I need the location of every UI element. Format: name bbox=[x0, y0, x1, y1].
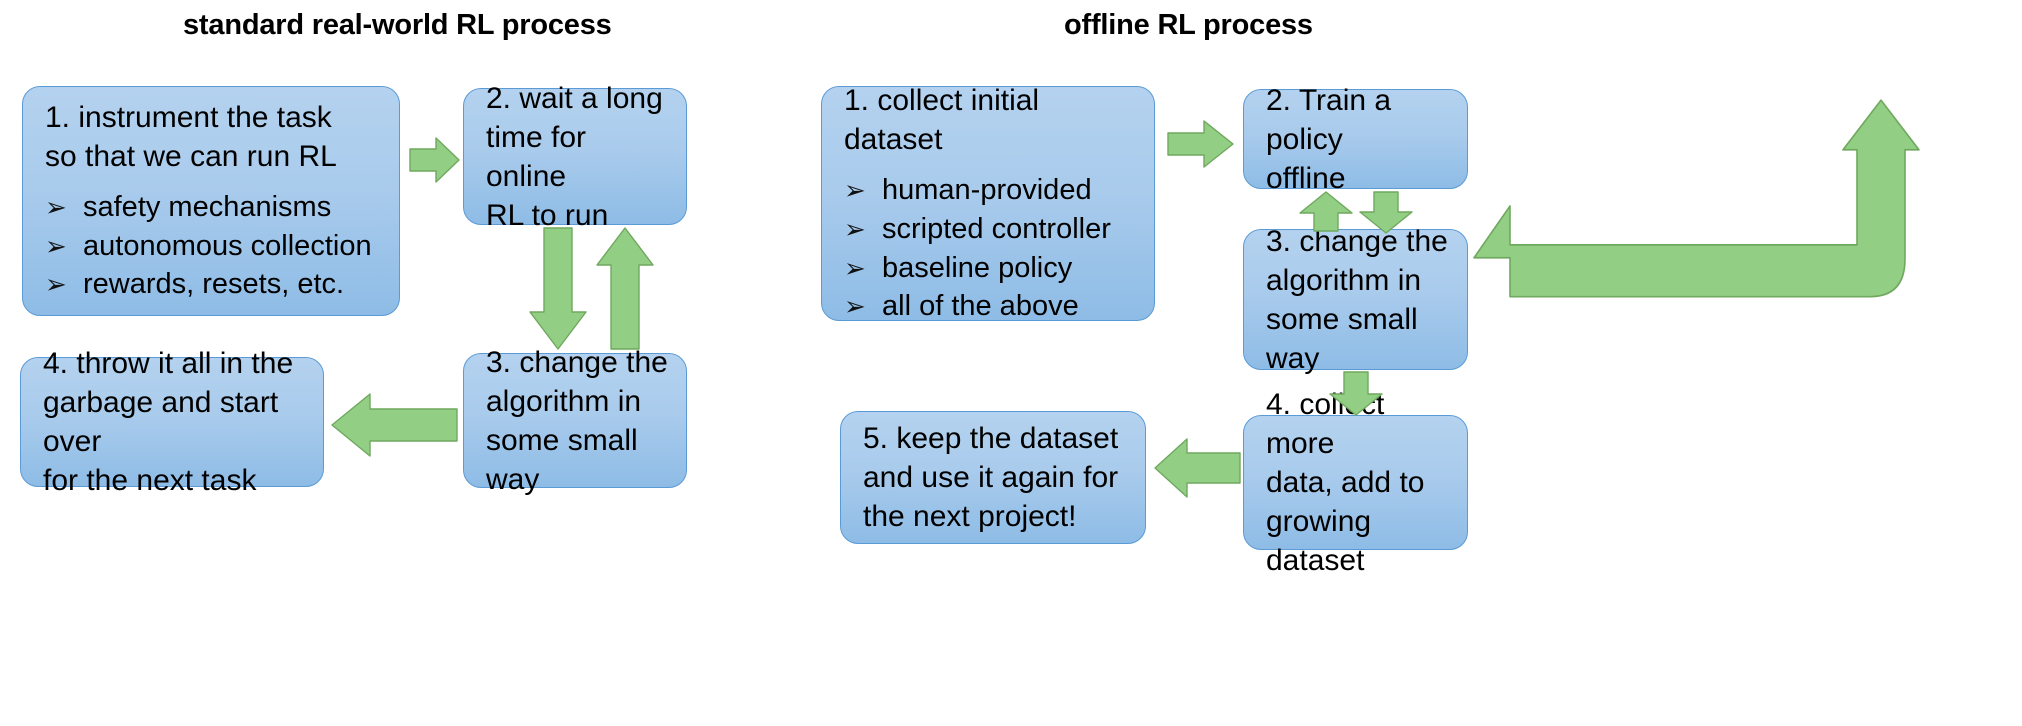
arrow-offline-4-to-2-loop bbox=[1473, 99, 1920, 298]
node-standard-1-bullets: ➢ safety mechanisms ➢ autonomous collect… bbox=[45, 188, 381, 304]
arrow-offline-3-to-2 bbox=[1299, 191, 1353, 232]
list-item-label: baseline policy bbox=[882, 251, 1073, 284]
list-item-label: rewards, resets, etc. bbox=[83, 268, 345, 301]
list-item-label: autonomous collection bbox=[83, 229, 372, 262]
node-offline-2-title: 2. Train a policy offline bbox=[1266, 83, 1392, 195]
node-standard-4[interactable]: 4. throw it all in the garbage and start… bbox=[20, 347, 324, 497]
list-item: ➢ all of the above bbox=[844, 287, 1136, 326]
arrowhead-bullet-icon: ➢ bbox=[844, 213, 866, 244]
node-offline-5[interactable]: 5. keep the dataset and use it again for… bbox=[840, 411, 1146, 544]
arrow-offline-3-to-4 bbox=[1329, 371, 1383, 416]
node-offline-1[interactable]: 1. collect initial dataset ➢ human-provi… bbox=[821, 84, 1155, 322]
list-item: ➢ rewards, resets, etc. bbox=[45, 265, 381, 304]
arrowhead-bullet-icon: ➢ bbox=[844, 291, 866, 322]
list-item: ➢ safety mechanisms bbox=[45, 188, 381, 227]
node-standard-2-title: 2. wait a long time for online RL to run bbox=[486, 81, 663, 232]
node-offline-4[interactable]: 4. collect more data, add to growing dat… bbox=[1243, 388, 1468, 577]
panel-title-offline: offline RL process bbox=[1064, 9, 1313, 41]
arrow-standard-3-to-2 bbox=[596, 227, 654, 350]
list-item-label: human-provided bbox=[882, 174, 1092, 207]
arrowhead-bullet-icon: ➢ bbox=[844, 252, 866, 283]
arrow-standard-1-to-2 bbox=[409, 137, 460, 183]
arrowhead-bullet-icon: ➢ bbox=[45, 192, 67, 223]
panel-title-standard: standard real-world RL process bbox=[183, 9, 612, 41]
node-standard-1-title: 1. instrument the task so that we can ru… bbox=[45, 101, 337, 174]
list-item-label: all of the above bbox=[882, 290, 1079, 323]
arrowhead-bullet-icon: ➢ bbox=[844, 175, 866, 206]
list-item-label: scripted controller bbox=[882, 212, 1111, 245]
node-offline-5-title: 5. keep the dataset and use it again for… bbox=[863, 422, 1119, 533]
list-item: ➢ human-provided bbox=[844, 171, 1136, 210]
arrow-offline-1-to-2 bbox=[1167, 120, 1234, 168]
node-standard-1[interactable]: 1. instrument the task so that we can ru… bbox=[22, 86, 400, 316]
node-offline-3-title: 3. change the algorithm in some small wa… bbox=[1266, 224, 1448, 375]
list-item-label: safety mechanisms bbox=[83, 191, 332, 224]
node-offline-1-bullets: ➢ human-provided ➢ scripted controller ➢… bbox=[844, 171, 1136, 325]
arrow-offline-4-to-5 bbox=[1154, 438, 1241, 498]
node-offline-3[interactable]: 3. change the algorithm in some small wa… bbox=[1243, 225, 1468, 375]
list-item: ➢ baseline policy bbox=[844, 249, 1136, 288]
node-standard-3[interactable]: 3. change the algorithm in some small wa… bbox=[463, 346, 687, 496]
node-standard-2[interactable]: 2. wait a long time for online RL to run bbox=[463, 82, 687, 232]
node-offline-1-title: 1. collect initial dataset bbox=[844, 84, 1040, 157]
node-standard-4-title: 4. throw it all in the garbage and start… bbox=[43, 347, 294, 497]
arrow-standard-2-to-3 bbox=[529, 227, 587, 350]
list-item: ➢ autonomous collection bbox=[45, 227, 381, 266]
list-item: ➢ scripted controller bbox=[844, 210, 1136, 249]
node-offline-2[interactable]: 2. Train a policy offline bbox=[1243, 84, 1468, 195]
arrow-offline-2-to-3 bbox=[1359, 191, 1413, 234]
arrow-standard-3-to-4 bbox=[331, 393, 458, 457]
arrowhead-bullet-icon: ➢ bbox=[45, 269, 67, 300]
arrowhead-bullet-icon: ➢ bbox=[45, 230, 67, 261]
node-standard-3-title: 3. change the algorithm in some small wa… bbox=[486, 345, 668, 496]
